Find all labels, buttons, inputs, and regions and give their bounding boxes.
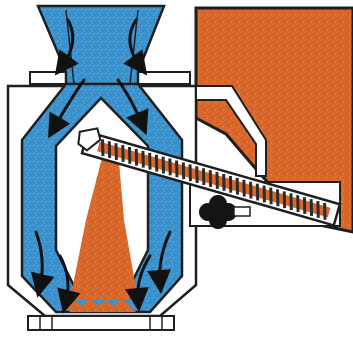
diagram-stage [0,0,353,337]
mixing-hopper-diagram [0,0,353,337]
